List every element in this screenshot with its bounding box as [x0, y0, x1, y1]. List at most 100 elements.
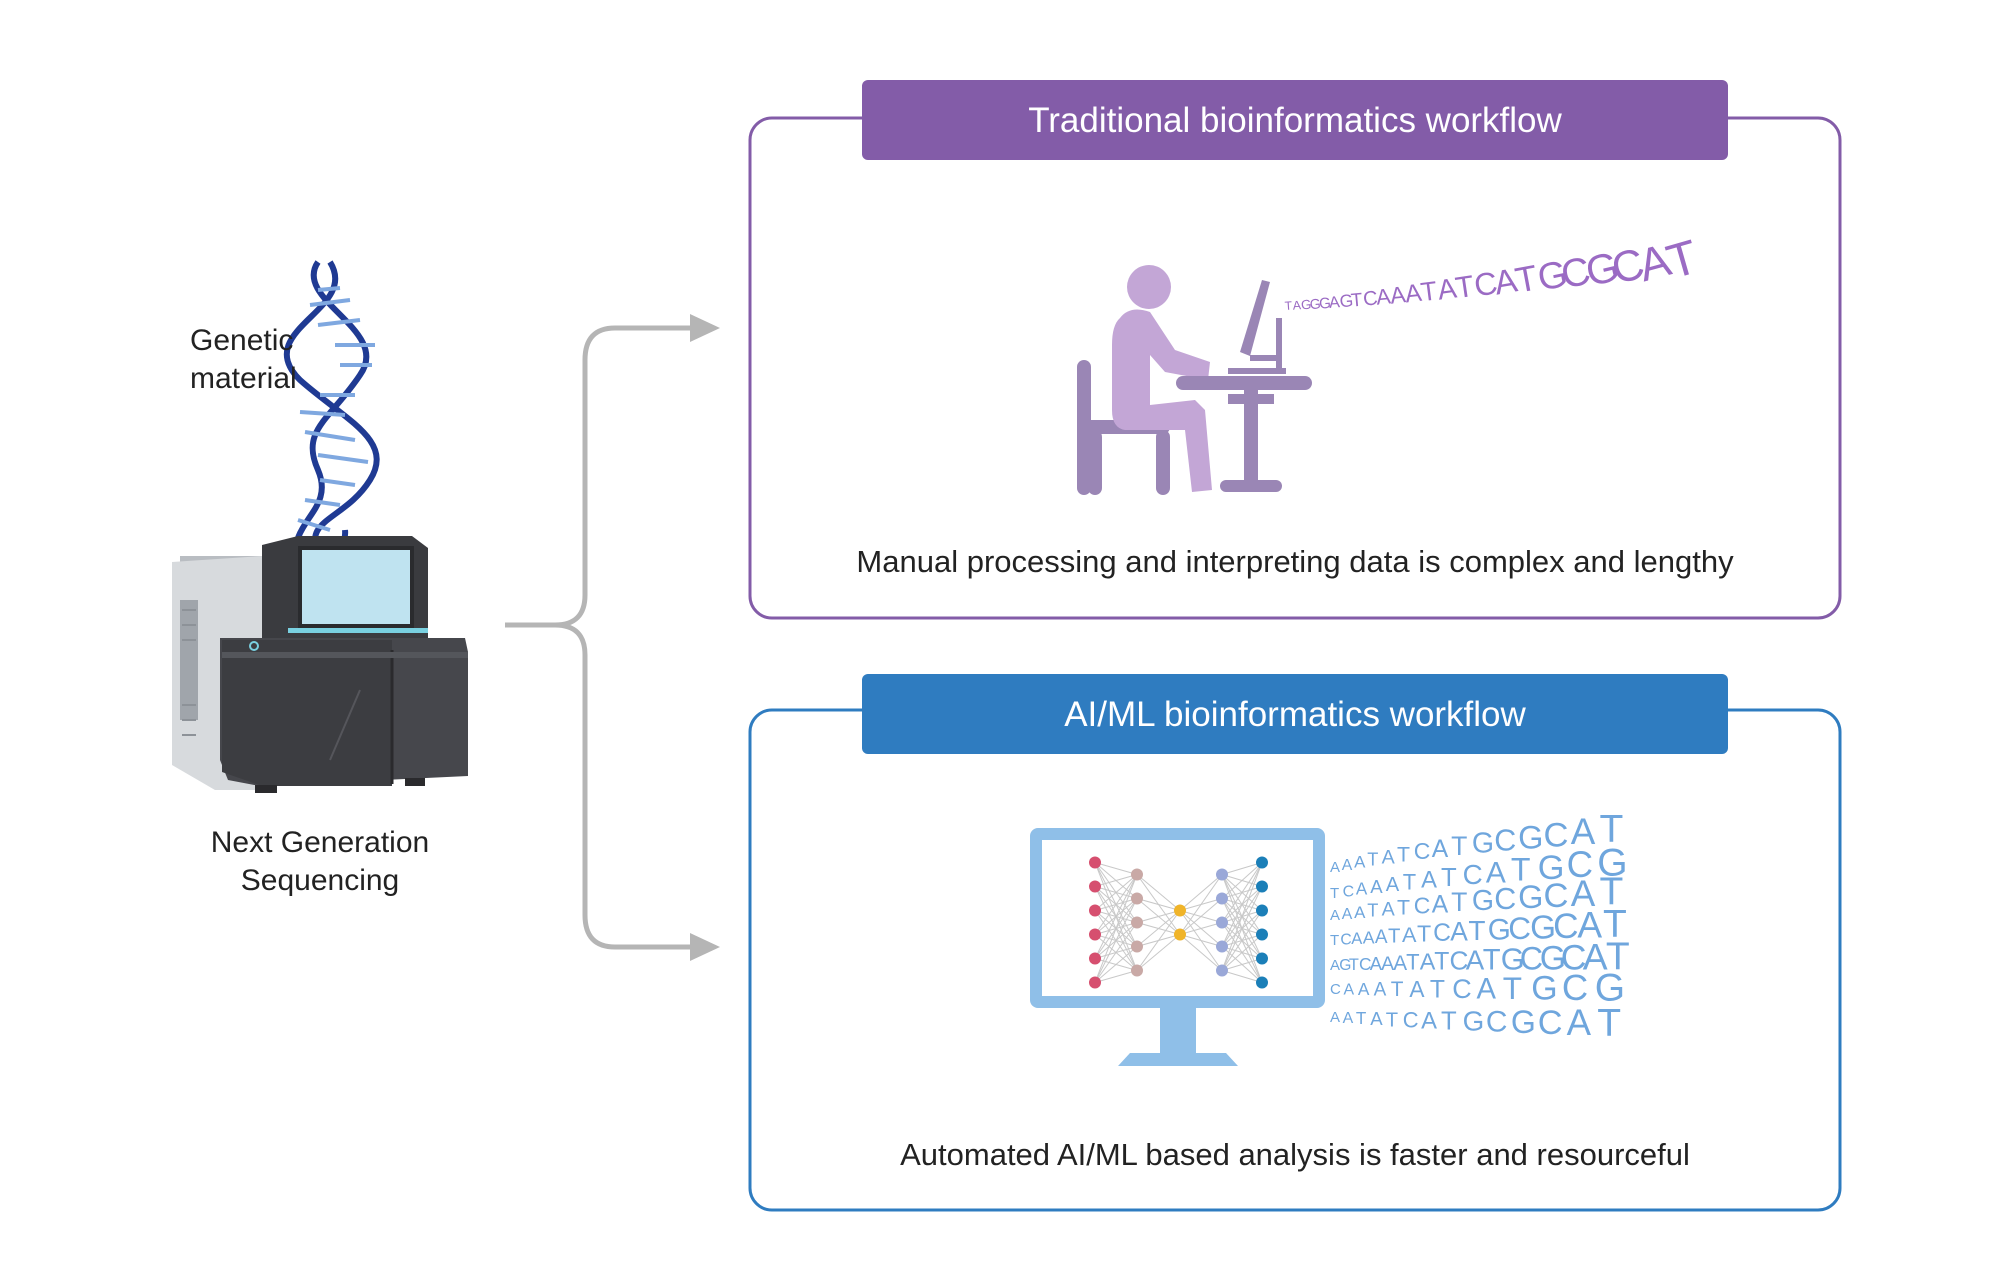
sequence-letter: A [1370, 1008, 1383, 1029]
sequence-letter: A [1330, 1009, 1340, 1026]
network-edge [1221, 862, 1263, 971]
sequence-letter: G [1540, 939, 1566, 977]
sequence-letter: A [1342, 906, 1353, 923]
arrow-head-top-icon [690, 314, 720, 342]
sequence-letter: A [1292, 298, 1302, 313]
sequence-letter: T [1603, 903, 1627, 946]
sequence-letter: A [1342, 857, 1353, 874]
network-edge [1179, 874, 1223, 911]
network-edge [1221, 862, 1263, 923]
sequence-letter: A [1567, 1002, 1592, 1043]
network-node [1216, 916, 1228, 929]
sequence-letter: T [1453, 270, 1476, 305]
sequence-letter: A [1354, 853, 1366, 872]
aiml-caption: Automated AI/ML based analysis is faster… [900, 1137, 1690, 1172]
sequence-letter: G [1531, 970, 1557, 1008]
dna-helix-icon [283, 260, 380, 580]
sequence-letter: C [1567, 844, 1593, 885]
sequence-letter: C [1520, 941, 1543, 977]
sequence-letter: G [1319, 295, 1332, 313]
sequence-letter: T [1606, 935, 1630, 978]
sequence-letter: G [1595, 967, 1625, 1010]
sequence-letter: C [1343, 883, 1354, 900]
network-edge [1094, 898, 1138, 983]
sequence-letter: A [1351, 929, 1363, 948]
traditional-panel [748, 116, 1842, 620]
sequence-letter: A [1577, 904, 1602, 946]
sequence-letter: T [1503, 970, 1522, 1006]
sequence-letter: A [1571, 873, 1596, 914]
sequence-letter: A [1375, 927, 1388, 948]
sequence-letter: G [1501, 942, 1525, 977]
sequence-letter: G [1597, 841, 1627, 884]
sequence-letter: A [1432, 891, 1449, 918]
sequence-letter: C [1359, 954, 1371, 974]
sequence-letter: A [1330, 859, 1340, 876]
sequence-letter: C [1414, 892, 1431, 918]
sequence-letter: C [1508, 910, 1531, 946]
sequence-letter: G [1511, 1004, 1536, 1040]
network-edge [1179, 922, 1223, 935]
sequence-letter: T [1511, 852, 1531, 888]
sequence-letter: A [1356, 880, 1368, 899]
sequence-letter: A [1404, 280, 1424, 309]
sequence-letter: T [1430, 976, 1445, 1003]
sequence-letter: T [1403, 869, 1416, 894]
network-node [1256, 928, 1268, 941]
network-edge [1094, 874, 1138, 935]
sequence-letter: T [1330, 932, 1339, 949]
sequence-letter: T [1597, 1002, 1621, 1045]
sequence-letter: A [1382, 899, 1396, 921]
sequence-letter: A [1370, 876, 1383, 897]
sequence-letter: A [1583, 935, 1608, 977]
sequence-letter: C [1544, 816, 1569, 854]
genetic-material-label-line1: Genetic [190, 324, 293, 357]
sequence-letter: A [1375, 283, 1392, 309]
network-node [1131, 868, 1143, 881]
sequence-letter: C [1403, 1007, 1419, 1032]
network-edge [1094, 874, 1138, 911]
sequence-letter: A [1409, 976, 1425, 1002]
network-node [1089, 952, 1101, 965]
sequencer-machine-icon [172, 536, 468, 793]
network-node [1089, 928, 1101, 941]
network-edge [1221, 970, 1263, 983]
sequence-letter: C [1553, 907, 1578, 946]
network-edge [1221, 958, 1263, 971]
sequence-letter: C [1472, 264, 1500, 303]
sequence-letter: C [1494, 882, 1516, 916]
network-edge [1136, 910, 1181, 947]
sequence-letter: A [1343, 1010, 1354, 1027]
sequence-letter: G [1309, 295, 1321, 312]
sequence-letter: C [1330, 981, 1341, 998]
sequence-letter: A [1466, 945, 1485, 976]
sequence-letter: T [1600, 808, 1624, 851]
network-edge [1221, 886, 1263, 971]
network-node [1216, 868, 1228, 881]
traditional-caption: Manual processing and interpreting data … [856, 544, 1734, 579]
network-edge [1094, 874, 1138, 959]
aiml-title-banner [862, 674, 1728, 754]
branch-connector [505, 325, 690, 950]
sequence-letter: T [1349, 956, 1359, 974]
network-edge [1094, 862, 1138, 875]
sequence-letter: T [1367, 901, 1378, 921]
network-edge [1179, 898, 1223, 935]
sequence-letter: C [1340, 932, 1351, 949]
network-edge [1221, 862, 1263, 947]
network-node [1216, 964, 1228, 977]
network-node [1216, 940, 1228, 953]
sequence-letter: A [1386, 874, 1400, 896]
network-node [1131, 940, 1143, 953]
sequence-letter: A [1330, 907, 1340, 924]
network-edge [1136, 910, 1181, 923]
sequence-letter: C [1414, 838, 1431, 864]
network-node [1256, 856, 1268, 869]
sequence-letter: C [1544, 877, 1569, 915]
sequence-letter: T [1350, 289, 1364, 311]
network-edge [1179, 874, 1223, 935]
sequence-letter: C [1538, 1004, 1563, 1042]
